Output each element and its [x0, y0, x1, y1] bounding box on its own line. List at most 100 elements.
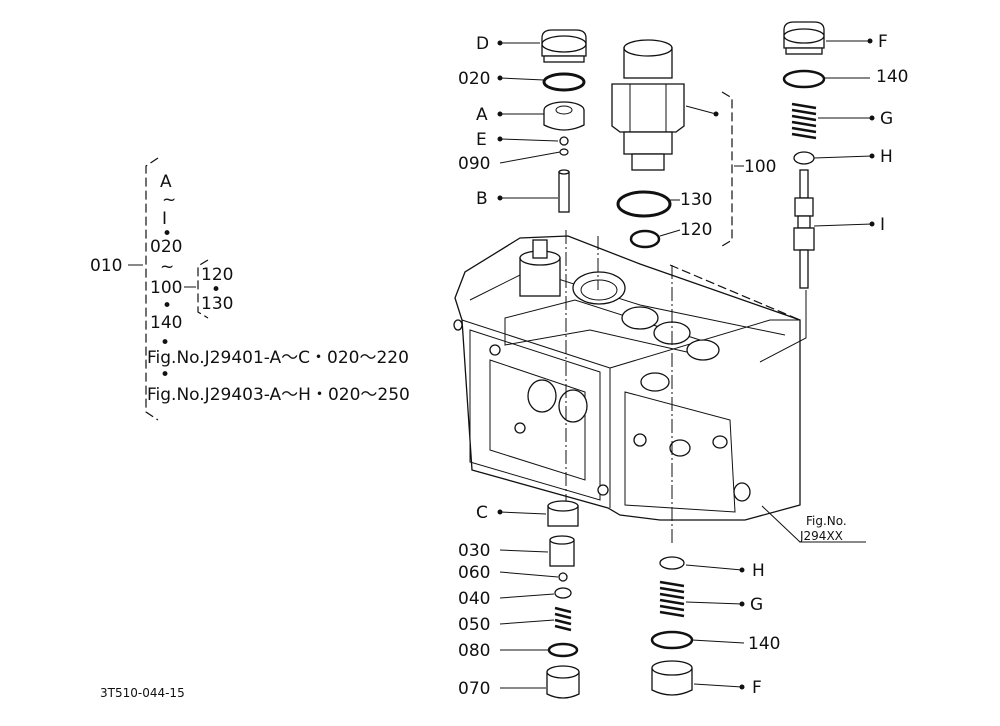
callout-h-bottom: H [752, 561, 765, 581]
callout-d: D [476, 34, 489, 54]
sub-item-bullet: • [211, 280, 221, 300]
body-front-recess [469, 329, 601, 501]
part-040-seat [554, 587, 572, 599]
valve-body-outline [454, 235, 801, 521]
part-070-top [546, 665, 580, 679]
body-front-pocket [489, 359, 586, 481]
part-080-oring [547, 642, 579, 658]
bracket-item-i: I [162, 209, 167, 229]
part-f-plug-flange [785, 47, 823, 55]
valve-body [453, 235, 801, 521]
figure-reference: Fig.No. J294XX [761, 505, 866, 543]
assembly-axes [565, 230, 807, 545]
body-front-hole-1 [527, 379, 557, 413]
callout-070: 070 [458, 679, 490, 699]
part-b-pin-top [558, 169, 570, 175]
axis-spool-link [759, 290, 807, 363]
callout-f-bottom: F [752, 678, 762, 698]
body-port-5 [640, 372, 670, 392]
part-050-spring [554, 606, 572, 632]
callout-c: C [476, 503, 488, 523]
callout-120: 120 [680, 220, 712, 240]
part-d-plug-face [541, 35, 587, 53]
body-edge-top [609, 319, 800, 369]
callout-100: 100 [744, 157, 776, 177]
ref-j29401: Fig.No.J29401-A～C・020～220 [147, 348, 409, 368]
callout-f-top: F [878, 32, 888, 52]
part-020-oring [542, 72, 586, 92]
footer-code: 3T510-044-15 [100, 686, 185, 700]
callout-030: 030 [458, 541, 490, 561]
callout-g-top: G [880, 109, 893, 129]
part-140-oring-top [782, 69, 826, 89]
bracket-010-group: 010 A ~ I • 020 ~ 100 • 140 • 120 • 130 … [90, 157, 410, 421]
part-c-sleeve-top [547, 500, 579, 512]
body-boss-stud [532, 239, 548, 259]
callout-a: A [476, 105, 488, 125]
right-stack-top [782, 21, 826, 289]
part-f-plug-bottom [651, 667, 693, 696]
bracket-item-140: 140 [150, 313, 182, 333]
body-side-face [624, 391, 736, 513]
callout-080: 080 [458, 641, 490, 661]
callout-140-bottom: 140 [748, 634, 780, 654]
bracket-item-tilde1: ~ [162, 190, 176, 210]
body-bolt-hole-3 [514, 422, 526, 434]
body-port-2 [621, 306, 659, 330]
right-stack-bottom [650, 556, 694, 696]
sub-item-130: 130 [201, 294, 233, 314]
part-030-top [549, 535, 575, 545]
bracket-100-brace [721, 91, 733, 247]
callouts: D 020 A E 090 B 100 130 120 F 140 G H I … [458, 32, 908, 699]
label-010: 010 [90, 256, 122, 276]
part-a-bore [555, 105, 573, 115]
body-port-4 [686, 339, 720, 361]
body-port-main-inner [580, 279, 618, 301]
callout-e: E [476, 130, 487, 150]
bracket-item-a: A [160, 172, 172, 192]
sub-item-120: 120 [201, 265, 233, 285]
body-port-main [572, 271, 626, 305]
callout-020: 020 [458, 69, 490, 89]
fig-ref-line2: J294XX [799, 529, 843, 543]
callout-130: 130 [680, 190, 712, 210]
callout-060: 060 [458, 563, 490, 583]
part-b-pin [558, 171, 570, 213]
body-side-hole-2 [733, 482, 751, 502]
body-front-hole-2 [558, 389, 588, 423]
part-140-oring-bottom [650, 630, 694, 650]
bracket-item-100: 100 [150, 278, 182, 298]
ref-bullet: • [160, 365, 170, 385]
bracket-item-tilde2: ~ [160, 257, 174, 277]
left-stack-top [541, 29, 587, 213]
relief-valve-100 [611, 39, 685, 249]
part-130-oring [616, 190, 672, 218]
part-h-seat-bottom [659, 556, 685, 570]
body-bolt-hole-1 [633, 433, 647, 447]
bracket-010-brace [145, 157, 159, 421]
callout-h-top: H [880, 147, 893, 167]
bracket-sub-brace [197, 259, 209, 319]
callout-b: B [476, 189, 488, 209]
part-i-spool-rod [799, 169, 809, 199]
part-f-plug-bottom-top [651, 660, 693, 676]
callout-g-bottom: G [750, 595, 763, 615]
left-stack-bottom [546, 500, 580, 699]
part-d-plug-flange [543, 55, 585, 63]
relief-body [623, 131, 673, 155]
body-bolt-hole-5 [453, 319, 463, 331]
part-a-body [543, 110, 585, 131]
part-i-spool-land1 [794, 197, 814, 217]
bracket-item-bullet3: • [160, 333, 170, 353]
bracket-item-bullet1: • [162, 224, 172, 244]
body-side-hole-1 [669, 439, 691, 457]
fig-ref-line1: Fig.No. [806, 514, 847, 528]
part-060-ball [558, 572, 568, 582]
bracket-item-020: 020 [150, 237, 182, 257]
relief-hex [611, 83, 685, 133]
part-070-plug [546, 671, 580, 699]
hidden-edge [669, 264, 801, 321]
part-i-spool-land2 [793, 227, 815, 251]
